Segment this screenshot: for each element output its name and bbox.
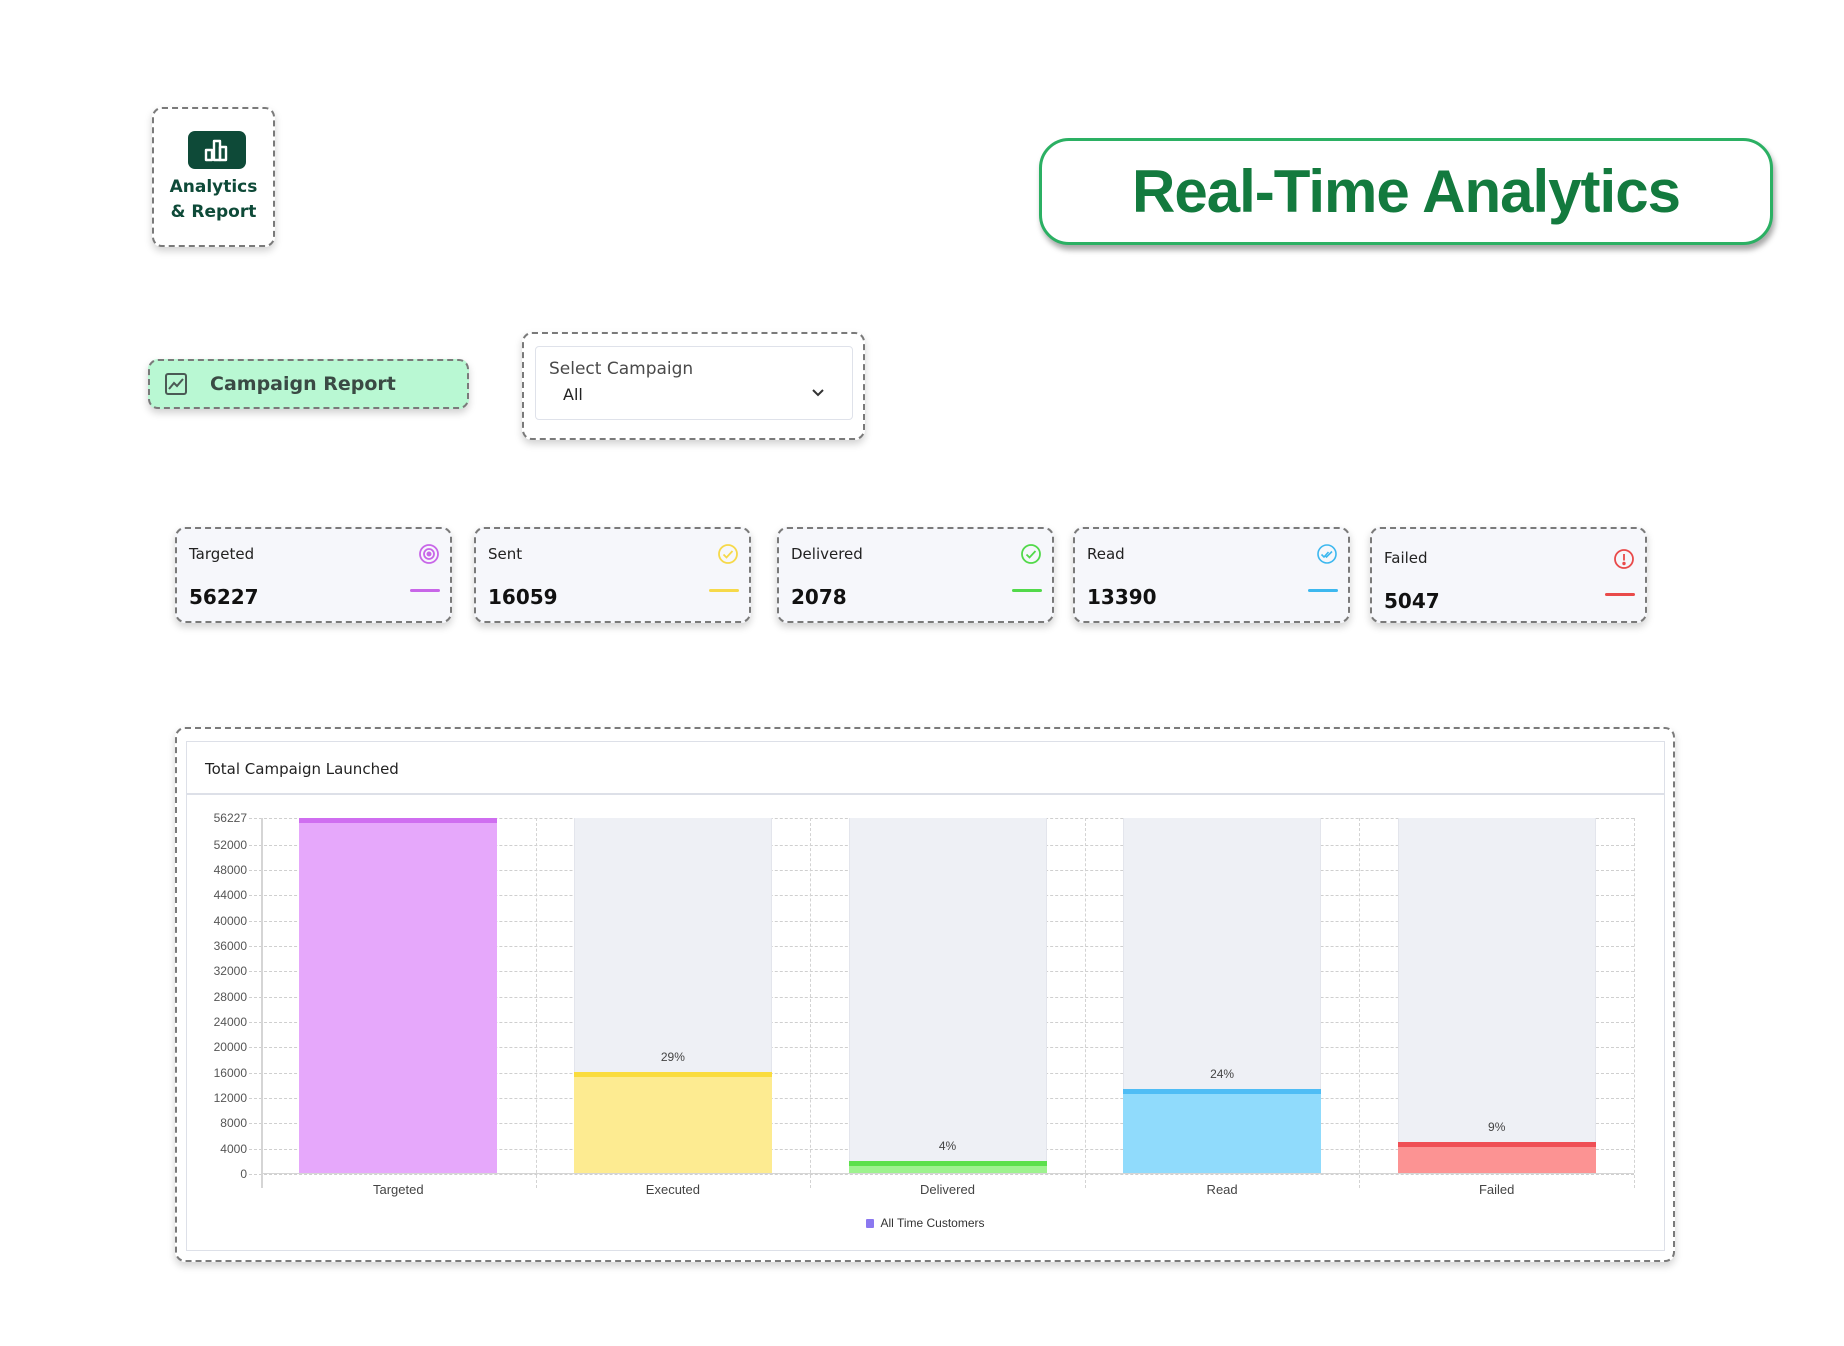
bar-chart-icon (188, 131, 246, 169)
stat-card-read: Read 13390 (1073, 527, 1350, 623)
y-tick-label: 32000 (213, 964, 247, 979)
tile-label-line2: & Report (170, 202, 257, 222)
y-tick-label: 52000 (213, 837, 247, 852)
chart-header-divider (187, 793, 1664, 795)
y-tick-label: 4000 (220, 1141, 247, 1156)
bar-read[interactable] (1123, 1089, 1322, 1174)
bar-delivered[interactable] (848, 1160, 1047, 1174)
stat-accent-line (410, 589, 440, 592)
stat-title: Delivered (791, 545, 863, 563)
chart-title: Total Campaign Launched (205, 760, 399, 778)
bar-chart-plot: 0 4000 8000 12000 16000 20000 24000 28000 32000 3… (214, 811, 1635, 1197)
y-tick-label: 24000 (213, 1015, 247, 1030)
y-tick-label: 40000 (213, 913, 247, 928)
stat-title: Read (1087, 545, 1125, 563)
bar-cap (1397, 1142, 1596, 1148)
chart-legend[interactable]: All Time Customers (187, 1216, 1664, 1230)
y-tick-label: 56227 (213, 811, 247, 825)
bar-executed[interactable] (573, 1072, 772, 1174)
stat-card-targeted: Targeted 56227 (175, 527, 452, 623)
grid-line-v (810, 818, 812, 1188)
x-axis (261, 1172, 1634, 1174)
grid-line-v (1634, 818, 1635, 1188)
campaign-report-label: Campaign Report (210, 373, 396, 395)
grid-line-h (249, 1174, 1634, 1175)
campaign-select-value: All (563, 385, 583, 404)
check-circle-icon (1021, 544, 1041, 564)
stat-accent-line (1308, 589, 1338, 592)
headline-box: Real-Time Analytics (1039, 138, 1773, 245)
double-check-icon (1317, 544, 1337, 564)
bar-failed[interactable] (1397, 1142, 1596, 1174)
bar-cap (573, 1072, 772, 1078)
stat-card-delivered: Delivered 2078 (777, 527, 1054, 623)
bar-percent-label: 9% (1488, 1120, 1506, 1135)
campaign-select-label: Select Campaign (549, 359, 694, 379)
bar-percent-label: 24% (1210, 1067, 1235, 1082)
campaign-select-wrapper: Select Campaign All (522, 332, 865, 440)
chart-card: Total Campaign Launched 0 4000 8000 12000 16… (186, 741, 1665, 1251)
stat-card-failed: Failed 5047 (1370, 527, 1647, 623)
bar-background (848, 818, 1047, 1174)
y-tick-label: 28000 (213, 989, 247, 1004)
campaign-report-button[interactable]: Campaign Report (148, 359, 469, 409)
stat-value: 2078 (791, 585, 847, 609)
tile-label-line1: Analytics (169, 177, 258, 197)
check-circle-icon (718, 544, 738, 564)
stat-value: 5047 (1384, 589, 1440, 613)
y-tick-label: 48000 (213, 863, 247, 878)
grid-line-v (1084, 818, 1086, 1188)
x-tick-label: Failed (1478, 1182, 1515, 1197)
y-tick-label: 36000 (213, 939, 247, 954)
stat-title: Targeted (189, 545, 255, 563)
y-tick-label: 8000 (220, 1116, 247, 1131)
y-axis (261, 818, 263, 1188)
x-tick-label: Executed (645, 1182, 700, 1197)
target-icon (419, 544, 439, 564)
y-tick-label: 20000 (213, 1040, 247, 1055)
x-tick-label: Delivered (920, 1182, 975, 1197)
campaign-select[interactable]: Select Campaign All (535, 346, 853, 420)
y-tick-label: 16000 (213, 1065, 247, 1080)
stat-value: 56227 (189, 585, 259, 609)
chevron-down-icon (812, 389, 824, 397)
bar-cap (848, 1160, 1047, 1166)
page-title: Real-Time Analytics (1132, 158, 1681, 225)
grid-line-v (535, 818, 537, 1188)
stat-value: 13390 (1087, 585, 1157, 609)
y-tick-label: 12000 (213, 1091, 247, 1106)
bar-cap (1123, 1089, 1322, 1095)
bar-background (1397, 818, 1596, 1174)
bar-targeted[interactable] (299, 818, 498, 1174)
legend-swatch (866, 1219, 875, 1228)
stat-accent-line (1012, 589, 1042, 592)
y-tick-label: 0 (240, 1167, 247, 1181)
stat-accent-line (709, 589, 739, 592)
x-tick-label: Targeted (373, 1182, 424, 1197)
stat-title: Failed (1384, 549, 1428, 567)
bar-cap (299, 818, 498, 823)
line-chart-icon (165, 373, 187, 395)
bar-percent-label: 4% (938, 1138, 957, 1153)
stat-value: 16059 (488, 585, 558, 609)
x-tick-label: Read (1206, 1182, 1238, 1197)
chart-container: Total Campaign Launched 0 4000 8000 12000 16… (175, 727, 1675, 1262)
stat-accent-line (1605, 593, 1635, 596)
stat-title: Sent (488, 545, 523, 563)
grid-line-v (1359, 818, 1361, 1188)
y-tick-label: 44000 (213, 888, 247, 903)
legend-label: All Time Customers (880, 1216, 985, 1230)
analytics-report-tile[interactable]: Analytics & Report (152, 107, 275, 247)
stat-card-sent: Sent 16059 (474, 527, 751, 623)
alert-circle-icon (1614, 549, 1634, 569)
bar-percent-label: 29% (660, 1050, 685, 1065)
